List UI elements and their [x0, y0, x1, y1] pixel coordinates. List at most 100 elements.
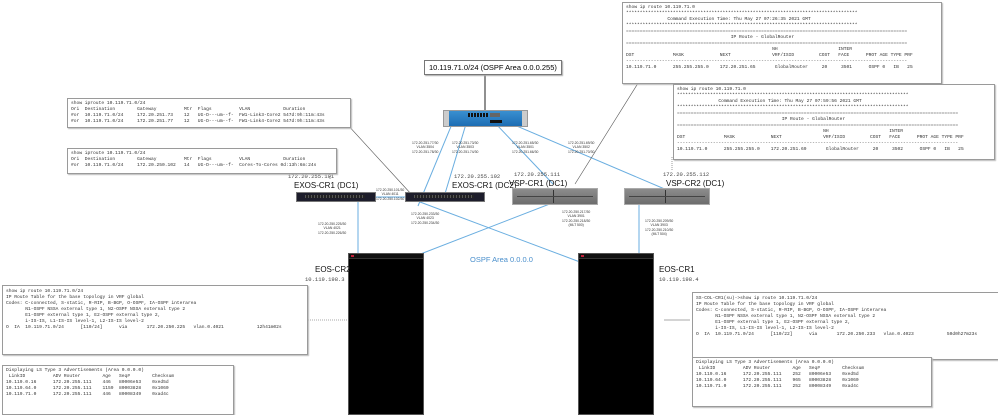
exos-cr1-dc2-ip: 172.20.255.102	[454, 173, 501, 180]
terminal-line: 10.119.64.0 172.20.255.111 1159 80003828…	[6, 386, 169, 391]
rack-ear	[522, 111, 527, 126]
terminal-line: Displaying LS Type 3 Advertisements (Are…	[696, 360, 834, 365]
terminal-line: Codes: C-connected, S-static, R-RIP, B-B…	[696, 308, 887, 313]
link-label-line: 172.20.250.210/30	[645, 227, 674, 232]
terminal-line: 10.119.71.0 172.20.255.111 446 80008349 …	[6, 392, 169, 397]
port-row	[414, 195, 474, 198]
ospf-area-label: OSPF Area 0.0.0.0	[470, 255, 533, 264]
link-label-line: 172.20.251.73/30	[452, 141, 479, 145]
terminal-line: LinkID ADV Router Age Seq# Checksum	[6, 374, 175, 379]
link-label-line: 172.20.250.218/30	[562, 218, 591, 223]
terminal-line: #or 10.119.71.0/24 172.20.251.73 12 UG-D…	[71, 113, 325, 118]
terminal-line: i-IS-IS, L1-IS-IS level-1, L2-IS-IS leve…	[696, 326, 834, 331]
vsp-cr2-dc1-ip: 172.20.255.112	[663, 171, 710, 178]
link-fw-vsp2	[511, 123, 668, 191]
terminal-vsp1-route: show ip route 10.119.71.0***************…	[622, 2, 942, 84]
link-label-line: VLAN 3502	[572, 145, 590, 150]
terminal-line: IP Route Table for the base topology in …	[696, 302, 834, 307]
link-label-line: 172.20.250.209/30	[645, 219, 674, 223]
rack-ear	[444, 111, 449, 126]
terminal-line: i-IS-IS, L1-IS-IS level-1, L2-IS-IS leve…	[6, 319, 144, 324]
terminal-line: LinkID ADV Router Age Seq# Checksum	[696, 366, 865, 371]
link-label-line: 172.20.250.225/30	[318, 222, 347, 226]
link-label-line: 172.20.250.234/30	[411, 220, 440, 225]
network-label-box: 10.119.71.0/24 (OSPF Area 0.0.0.255)	[424, 60, 562, 75]
vsp-cr1-dc1-name: VSP-CR1 (DC1)	[509, 179, 568, 188]
link-label-line: 172.20.251.74/30	[452, 149, 479, 154]
network-label: 10.119.71.0/24 (OSPF Area 0.0.0.255)	[429, 63, 557, 72]
eos-cr1-ip: 10.119.198.4	[659, 276, 699, 283]
exos-cr1-dc2-name: EXOS-CR1 (DC2)	[452, 181, 517, 190]
terminal-eos1-route: SS-COL-CR1(su)->show ip route 10.119.71.…	[692, 292, 998, 360]
terminal-line: ========================================…	[626, 29, 908, 34]
exos-cr1-dc1-switch[interactable]	[296, 192, 376, 202]
link-label-line: VLAN 3504	[416, 145, 434, 150]
link-label-line: VLAN 4021	[323, 226, 341, 231]
link-label-line: (MLT 500)	[568, 223, 584, 228]
link-label-line: 172.20.251.69/30	[568, 141, 595, 145]
firewall-device[interactable]	[443, 110, 528, 127]
link-label-line: VLAN 4011	[381, 192, 399, 197]
port-block	[468, 113, 488, 117]
terminal-line: Ori Destination Gateway Mtr Flags VLAN D…	[71, 157, 306, 162]
terminal-line: IP Route Table for the base topology in …	[6, 295, 144, 300]
link-label-line: 172.20.250.226/30	[318, 230, 347, 235]
terminal-line: ****************************************…	[677, 93, 909, 98]
terminal-eos1-lsa: Displaying LS Type 3 Advertisements (Are…	[692, 357, 932, 407]
callout-vsp1	[574, 79, 641, 185]
link-label-line: VLAN 4023	[416, 216, 434, 221]
terminal-line: show ip route 10.119.71.0	[677, 87, 746, 92]
terminal-line: show ip route 10.119.71.0/24	[6, 289, 84, 294]
vsp-cr1-dc1-switch[interactable]	[512, 188, 598, 205]
eos-cr2-chassis[interactable]	[348, 253, 424, 415]
vsp-cr2-dc1-name: VSP-CR2 (DC1)	[666, 179, 725, 188]
exos-cr1-dc1-name: EXOS-CR1 (DC1)	[294, 181, 359, 190]
terminal-line: O IA 10.119.71.0/24 [110/22] via 172.20.…	[696, 332, 978, 337]
link-label-line: 172.20.250.102/30	[376, 196, 405, 201]
link-label-line: VLAN 3903	[650, 223, 668, 228]
vendor-logo-icon	[351, 255, 354, 257]
terminal-line: ----------------------------------------…	[626, 59, 908, 64]
link-vsp1-eos2	[417, 199, 561, 256]
terminal-line: ****************************************…	[677, 105, 909, 110]
exos-cr1-dc2-switch[interactable]	[405, 192, 485, 202]
chassis-top	[579, 254, 653, 259]
eos-cr1-name: EOS-CR1	[659, 265, 695, 274]
terminal-line: SS-COL-CR1(su)->show ip route 10.119.71.…	[696, 296, 818, 301]
terminal-line: ========================================…	[677, 111, 959, 116]
terminal-line: NH INTER	[677, 129, 904, 134]
link-label-line: VLAN 3501	[516, 145, 534, 150]
terminal-line: DST MASK NEXT VRF/ISID COST FACE PROT AG…	[626, 53, 913, 58]
chassis-top	[349, 254, 423, 259]
terminal-eos2-lsa: Displaying LS Type 3 Advertisements (Are…	[2, 365, 234, 415]
terminal-line: 10.119.64.0 172.20.255.111 965 80003828 …	[696, 378, 859, 383]
terminal-line: Ori Destination Gateway Mtr Flags VLAN D…	[71, 107, 306, 112]
vsp-cr2-dc1-switch[interactable]	[624, 188, 710, 205]
terminal-line: IP Route - GlobalRouter	[677, 117, 846, 122]
eos-cr1-chassis[interactable]	[578, 253, 654, 415]
terminal-line: #or 10.119.71.0/24 172.20.250.102 14 UG-…	[71, 163, 317, 168]
terminal-line: ****************************************…	[626, 11, 858, 16]
link-fw-exos2	[443, 123, 467, 198]
terminal-line: show ip route 10.119.71.0	[626, 5, 695, 10]
terminal-line: Codes: C-connected, S-static, R-RIP, B-B…	[6, 301, 197, 306]
terminal-line: IP Route - GlobalRouter	[626, 35, 795, 40]
terminal-line: Displaying LS Type 3 Advertisements (Are…	[6, 368, 144, 373]
terminal-line: ----------------------------------------…	[677, 141, 959, 146]
terminal-line: 10.119.71.0 255.255.255.0 172.20.251.65 …	[626, 65, 913, 70]
chassis-divider	[517, 196, 593, 197]
terminal-line: ****************************************…	[626, 23, 858, 28]
callout-exos2	[345, 122, 413, 196]
terminal-vsp2-route: show ip route 10.119.71.0***************…	[673, 84, 995, 160]
